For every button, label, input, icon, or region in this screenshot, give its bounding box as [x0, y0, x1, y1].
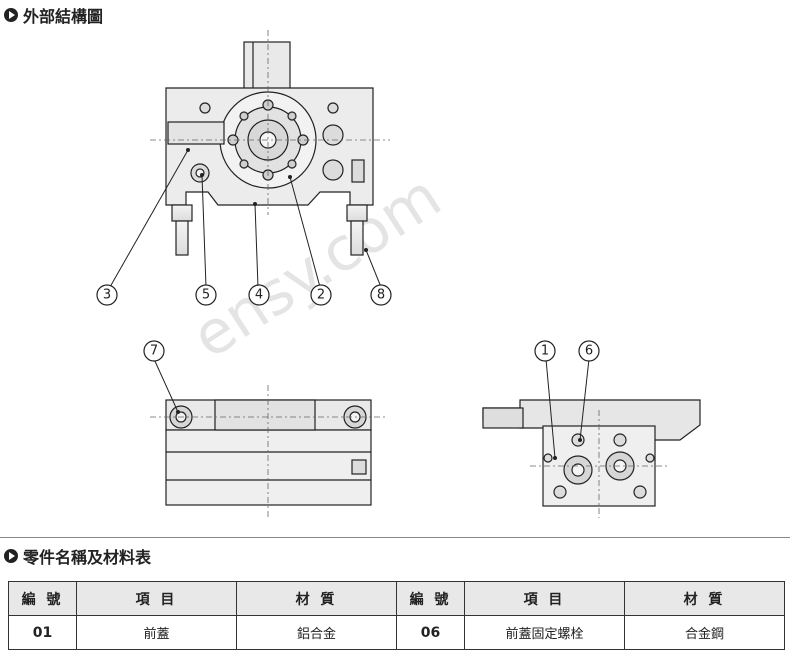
parts-table: 編 號 項 目 材 質 編 號 項 目 材 質 01 前蓋 鋁合金 06 前蓋固…: [8, 581, 785, 650]
play-bullet-icon: [4, 8, 18, 22]
technical-drawing: ensy.com: [96, 30, 701, 518]
callout-7: 7: [150, 344, 158, 359]
callout-8: 8: [377, 288, 385, 303]
cell-material: 合金鋼: [624, 615, 785, 650]
header-item: 項 目: [76, 581, 237, 616]
play-bullet-icon: [4, 549, 18, 563]
callout-5: 5: [202, 288, 210, 303]
header-code: 編 號: [396, 581, 465, 616]
section-title-structure: 外部結構圖: [23, 7, 104, 26]
cell-item: 前蓋固定螺栓: [464, 615, 625, 650]
leader-lines: [109, 149, 590, 459]
cell-material: 鋁合金: [236, 615, 397, 650]
callout-6: 6: [585, 344, 593, 359]
cell-item: 前蓋: [76, 615, 237, 650]
section-title-parts: 零件名稱及材料表: [23, 548, 152, 567]
front-view: [150, 30, 390, 256]
cell-code: 06: [396, 615, 465, 650]
callout-2: 2: [317, 288, 325, 303]
header-material: 材 質: [236, 581, 397, 616]
header-code: 編 號: [8, 581, 77, 616]
callout-1: 1: [541, 344, 549, 359]
table-header-row: 編 號 項 目 材 質 編 號 項 目 材 質: [8, 581, 785, 616]
section-divider: [0, 537, 790, 538]
leader-dots: [176, 148, 582, 460]
section-header-structure: 外部結構圖: [4, 4, 103, 26]
header-material: 材 質: [624, 581, 785, 616]
callout-4: 4: [255, 288, 263, 303]
table-row: 01 前蓋 鋁合金 06 前蓋固定螺栓 合金鋼: [8, 615, 785, 650]
section-header-parts: 零件名稱及材料表: [4, 545, 151, 567]
cell-code: 01: [8, 615, 77, 650]
header-item: 項 目: [464, 581, 625, 616]
callout-circles: [96, 284, 600, 362]
side-view-right: [482, 399, 701, 518]
side-view-left: [150, 385, 385, 518]
callout-3: 3: [103, 288, 111, 303]
